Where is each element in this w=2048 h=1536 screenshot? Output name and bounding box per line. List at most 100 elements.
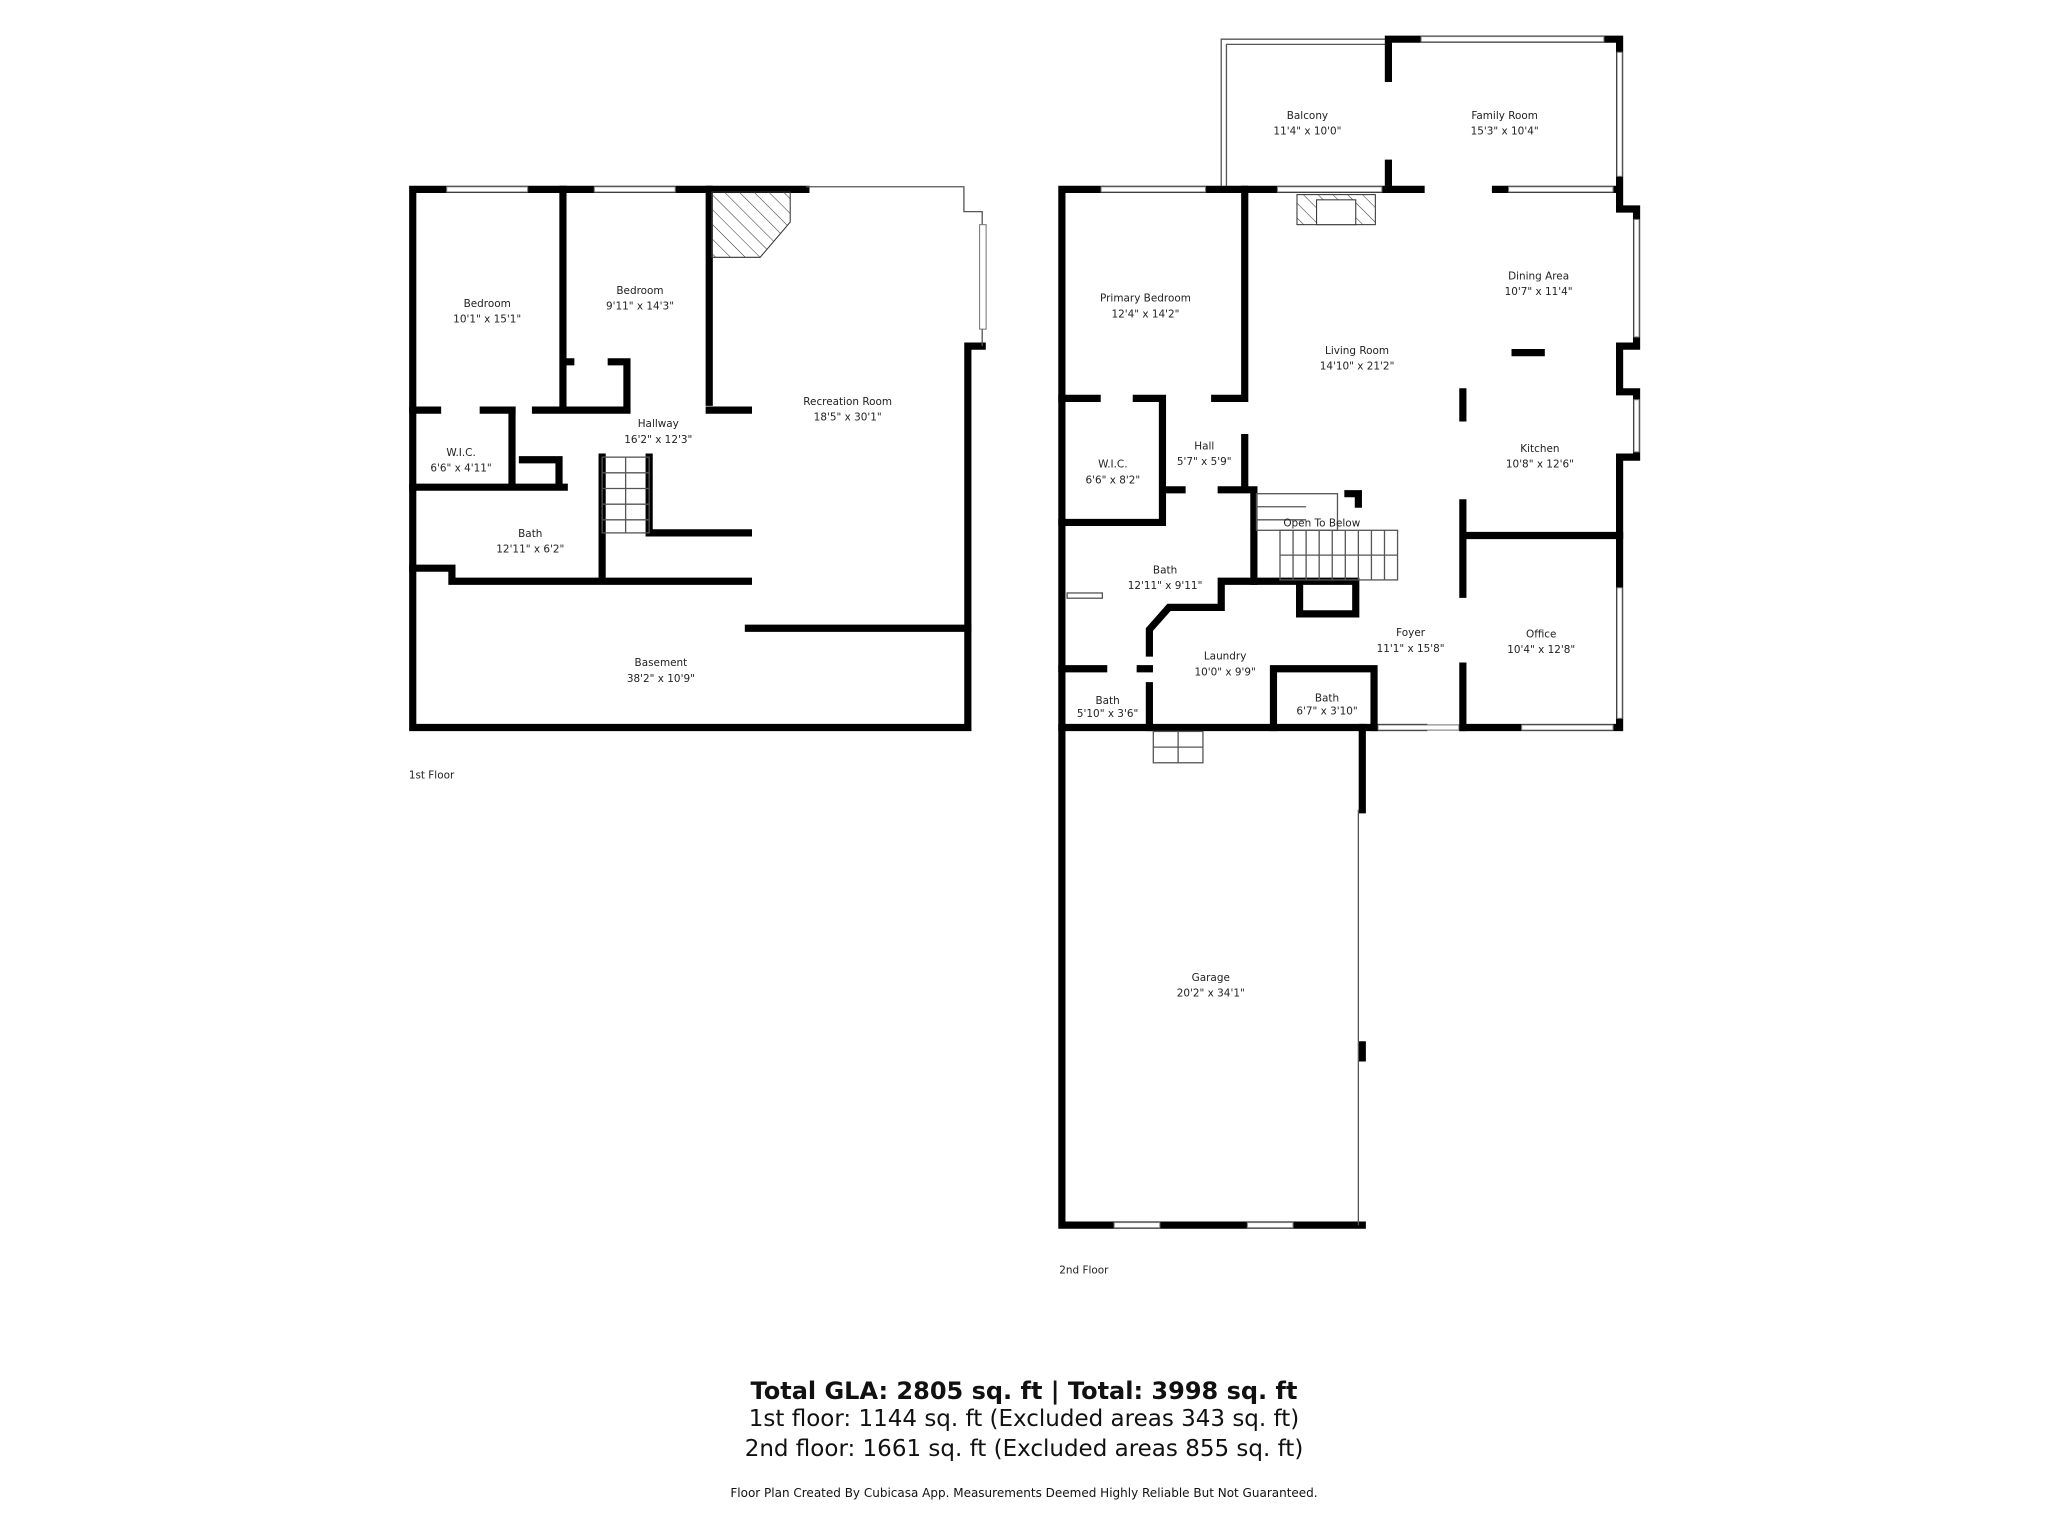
room-dims: 11'1" x 15'8" [1377,643,1445,655]
room-dims: 12'11" x 6'2" [496,543,564,555]
room-dims: 12'11" x 9'11" [1128,580,1203,592]
window [1276,186,1383,193]
area-summary-title: Total GLA: 2805 sq. ft | Total: 3998 sq.… [750,1377,1298,1405]
floor-label-1st: 1st Floor [409,769,455,781]
shelf [1066,592,1104,599]
room-dims: 10'4" x 12'8" [1507,644,1575,656]
room-dims: 5'7" x 5'9" [1177,456,1232,468]
room-name: Living Room [1325,345,1389,357]
staircase [601,456,650,534]
room-name: Bath [1153,564,1177,576]
entry-step [1152,730,1204,764]
room-name: Family Room [1471,110,1538,122]
fireplace [1296,194,1376,226]
room-dims: 6'7" x 3'10" [1296,705,1357,717]
room-name: Hall [1194,440,1214,452]
window [1616,587,1623,719]
room-dims: 10'0" x 9'9" [1194,666,1255,678]
fireplace [711,191,791,258]
window [593,186,676,193]
window [1508,186,1614,193]
room-dims: 6'6" x 4'11" [430,463,491,475]
window [1616,51,1623,177]
room-dims: 16'2" x 12'3" [624,434,692,446]
second-floor-plan: Balcony 11'4" x 10'0" Family Room 15'3" x … [1058,35,1641,1276]
room-name: Dining Area [1508,271,1569,283]
window [1633,399,1640,453]
window [1420,36,1605,43]
second-floor-area: 2nd floor: 1661 sq. ft (Excluded areas 8… [744,1436,1304,1462]
svg-text:W.I.C.6'6" x 8'2": W.I.C. 6'6" x 8'2" [1085,459,1140,487]
room-dims: 6'6" x 8'2" [1085,474,1140,486]
window [1521,724,1614,731]
room-name: Open To Below [1283,517,1360,529]
second-floor-room-labels: Balcony 11'4" x 10'0" Family Room 15'3" x … [1077,110,1575,1000]
room-name: Bath [518,528,542,540]
first-floor-plan: Bedroom 10'1" x 15'1" Bedroom 9'11" x 14'3… [409,185,987,781]
window [1113,1222,1161,1229]
room-dims: 10'7" x 11'4" [1505,286,1573,298]
room-name: W.I.C. [1098,459,1127,471]
room-dims: 5'10" x 3'6" [1077,708,1138,720]
room-dims: 12'4" x 14'2" [1111,308,1179,320]
room-name: Recreation Room [803,396,892,408]
room-name: Bedroom [464,298,511,310]
room-dims: 14'10" x 21'2" [1320,361,1395,373]
room-dims: 10'8" x 12'6" [1506,459,1574,471]
room-name: W.I.C. [446,447,475,459]
disclaimer-footer: Floor Plan Created By Cubicasa App. Meas… [730,1486,1318,1500]
room-name: Hallway [638,418,679,430]
room-name: Bath [1315,692,1339,704]
window [1633,218,1640,338]
room-name: Garage [1192,972,1230,984]
room-dims: 15'3" x 10'4" [1471,126,1539,138]
room-name: Balcony [1287,110,1328,122]
room-name: Primary Bedroom [1100,293,1191,305]
window [446,186,529,193]
room-dims: 18'5" x 30'1" [814,412,882,424]
room-name: Bedroom [616,285,663,297]
room-name: Foyer [1396,627,1426,639]
room-dims: 11'4" x 10'0" [1273,126,1341,138]
room-name: Kitchen [1520,443,1559,455]
room-name: Laundry [1204,651,1247,663]
room-name: Bath [1095,695,1119,707]
staircase [1255,493,1399,581]
room-name: Office [1526,628,1556,640]
window [979,224,987,330]
window [1377,724,1460,731]
first-floor-area: 1st floor: 1144 sq. ft (Excluded areas 3… [748,1406,1300,1432]
room-dims: 9'11" x 14'3" [606,301,674,313]
window [1100,186,1207,193]
room-dims: 38'2" x 10'9" [627,673,695,685]
room-name: Basement [635,657,688,669]
floor-label-2nd: 2nd Floor [1059,1264,1109,1276]
room-dims: 10'1" x 15'1" [453,314,521,326]
window [1246,1222,1294,1229]
room-dims: 20'2" x 34'1" [1177,988,1245,1000]
first-floor-room-labels: Bedroom 10'1" x 15'1" Bedroom 9'11" x 14'3… [430,285,892,685]
svg-text:W.I.C.6'6" x 4'11": W.I.C. 6'6" x 4'11" [430,447,491,475]
